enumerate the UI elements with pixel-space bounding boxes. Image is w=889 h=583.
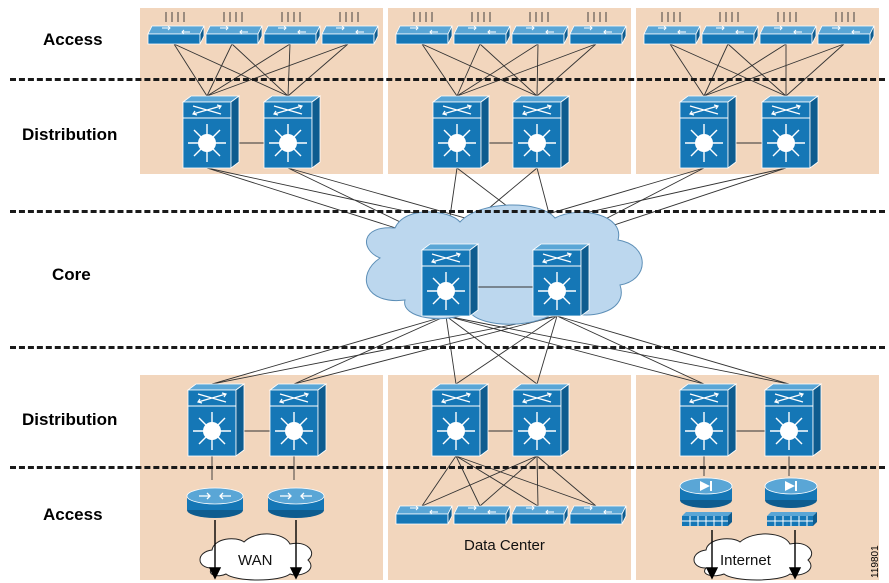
link-line [445,315,705,385]
multilayer-switch-icon [432,95,490,169]
multilayer-switch-icon [512,95,570,169]
link-line [455,455,481,507]
firewall-icon [679,477,733,527]
link-line [445,315,457,385]
access-switch-icon [147,25,205,45]
multilayer-switch-icon [187,383,245,457]
multilayer-switch-icon [679,383,737,457]
link-line [231,43,289,97]
access-switch-icon [817,25,875,45]
link-line [206,43,233,97]
link-line [785,43,845,97]
access-switch-icon [205,25,263,45]
access-switch-icon [643,25,701,45]
link-line [173,43,208,97]
wan-label: WAN [238,552,272,569]
core-switch-icon [421,243,479,317]
link-line [703,43,845,97]
link-line [536,455,597,507]
data-center-label: Data Center [464,537,545,554]
separator-access-distribution-top [10,78,885,81]
access-switch-icon [511,505,569,525]
multilayer-switch-icon [512,383,570,457]
arrow-down-icon [289,567,303,580]
link-line [456,43,597,97]
link-line [287,43,349,97]
router-icon [186,487,244,519]
internet-label: Internet [720,552,772,569]
layer-label-core: Core [52,265,91,284]
multilayer-switch-icon [679,95,737,169]
link-line [456,43,481,97]
core-cloud-icon [365,204,643,325]
link-line [536,315,558,385]
link-line [287,43,291,97]
access-switch-icon [395,25,453,45]
link-line [703,43,729,97]
link-line [536,43,597,97]
access-switch-icon [569,25,627,45]
link-line [206,43,291,97]
firewall-icon [764,477,818,527]
link-line [455,315,558,385]
separator-core-distribution [10,346,885,349]
link-line [445,315,538,385]
link-line [211,315,447,385]
router-icon [267,487,325,519]
link-line [727,43,787,97]
access-switch-icon [395,505,453,525]
layer-label-distribution-top: Distribution [22,125,118,144]
link-line [669,43,787,97]
link-line [421,455,538,507]
core-switch-icon [532,243,590,317]
multilayer-switch-icon [431,383,489,457]
internet-cloud-icon [693,533,813,581]
link-line [421,43,538,97]
access-switch-icon [511,25,569,45]
arrow-down-icon [208,567,222,580]
access-switch-icon [569,505,627,525]
access-switch-icon [321,25,379,45]
link-line [206,43,349,97]
arrow-down-icon [788,567,802,580]
link-line [455,455,539,507]
link-line [536,43,539,97]
access-switch-icon [453,505,511,525]
link-line [445,315,790,385]
link-line [421,43,458,97]
separator-distribution-core [10,210,885,213]
link-line [703,43,787,97]
wan-cloud-icon [199,533,313,581]
separator-distribution-access-bottom [10,466,885,469]
access-switch-icon [759,25,817,45]
multilayer-switch-icon [764,383,822,457]
multilayer-switch-icon [182,95,240,169]
layer-label-access-top: Access [43,30,103,49]
link-line [556,315,705,385]
link-line [293,315,447,385]
figure-id: 119801 [870,545,881,578]
multilayer-switch-icon [263,95,321,169]
link-line [211,315,558,385]
link-line [536,455,539,507]
link-line [455,455,597,507]
link-line [479,43,538,97]
access-switch-icon [453,25,511,45]
link-line [421,455,457,507]
link-line [456,43,539,97]
arrow-down-icon [705,567,719,580]
multilayer-switch-icon [761,95,819,169]
multilayer-switch-icon [269,383,327,457]
bottom-block-data-center [388,375,631,580]
link-line [556,315,790,385]
access-switch-icon [263,25,321,45]
layer-label-access-bottom: Access [43,505,103,524]
access-switch-icon [701,25,759,45]
layer-label-distribution-bottom: Distribution [22,410,118,429]
link-line [479,455,538,507]
link-line [293,315,558,385]
link-line [173,43,289,97]
link-line [669,43,705,97]
